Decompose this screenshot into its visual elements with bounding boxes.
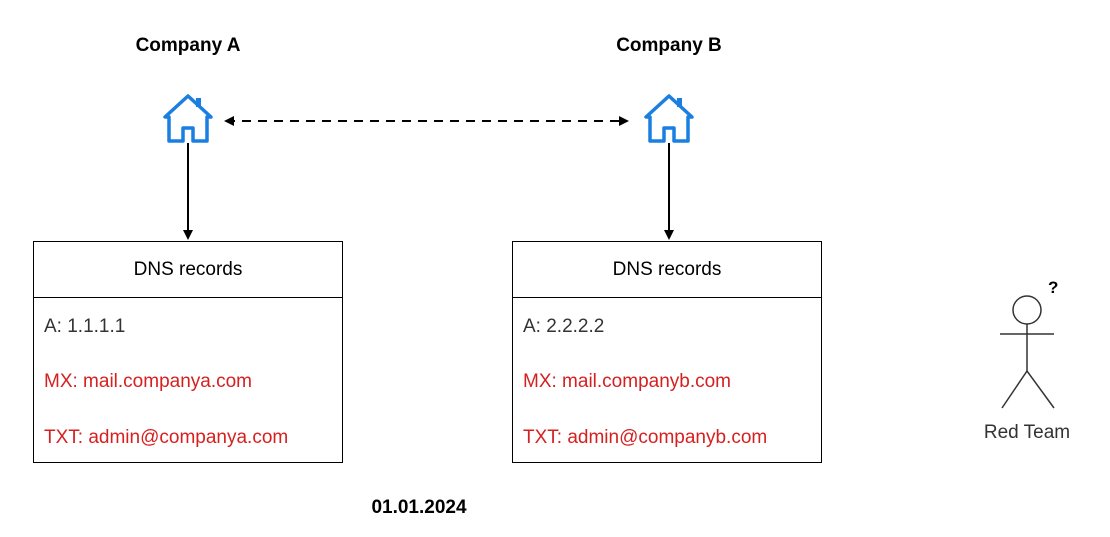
dns-records-table-b: DNS records A: 2.2.2.2 MX: mail.companyb… (512, 241, 822, 463)
stick-figure-icon (1000, 295, 1055, 409)
txt-record: TXT: admin@companya.com (44, 427, 289, 448)
question-mark-annotation: ? (1048, 278, 1059, 297)
red-team-label: Red Team (983, 422, 1071, 443)
dns-records-header: DNS records (513, 242, 821, 298)
dns-records-header: DNS records (34, 242, 342, 298)
a-record: A: 2.2.2.2 (523, 316, 605, 337)
company-a-title: Company A (135, 35, 241, 56)
txt-record: TXT: admin@companyb.com (523, 427, 768, 448)
mx-record: MX: mail.companyb.com (523, 371, 732, 392)
dns-records-table-a: DNS records A: 1.1.1.1 MX: mail.companya… (33, 241, 343, 463)
a-record: A: 1.1.1.1 (44, 316, 126, 337)
company-b-title: Company B (616, 35, 722, 56)
house-icon (163, 94, 213, 143)
mx-record: MX: mail.companya.com (44, 371, 253, 392)
date-label: 01.01.2024 (371, 497, 467, 518)
house-icon (644, 94, 694, 143)
